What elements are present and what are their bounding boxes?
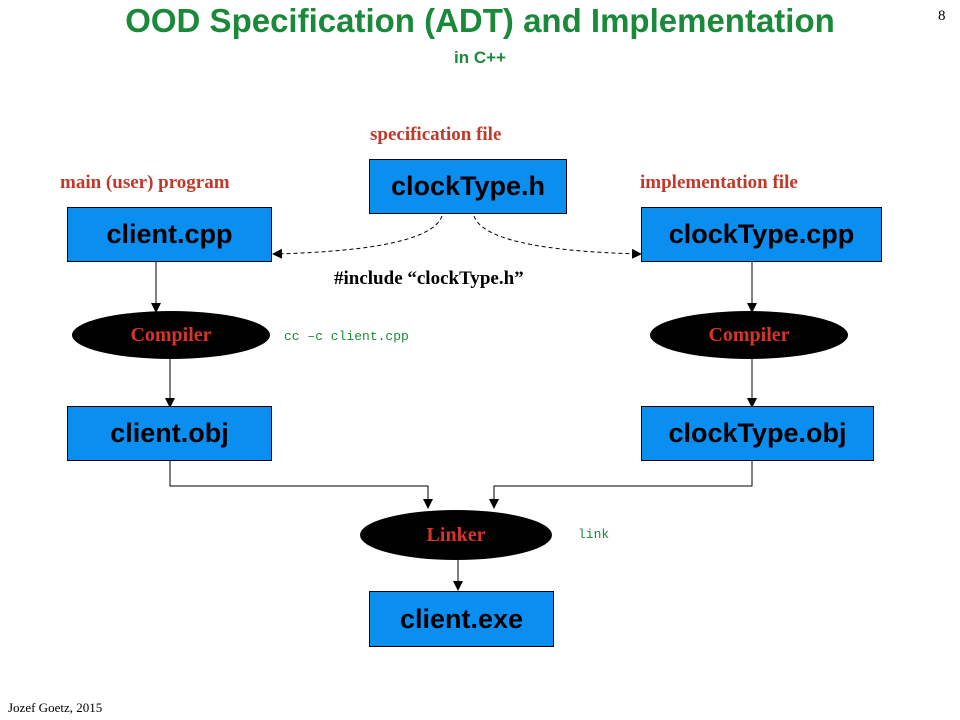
compiler-right: Compiler: [650, 311, 848, 359]
client-obj-box: client.obj: [67, 406, 272, 461]
linker: Linker: [360, 510, 552, 560]
clocktype-obj-box: clockType.obj: [641, 406, 874, 461]
link-command-label: link: [578, 527, 610, 542]
slide-title: OOD Specification (ADT) and Implementati…: [125, 2, 835, 39]
include-arrow-right: [473, 215, 642, 259]
implementation-file-label: implementation file: [640, 172, 798, 193]
specification-file-label: specification file: [370, 124, 502, 145]
author-footer: Jozef Goetz, 2015: [8, 700, 103, 715]
compiler-left: Compiler: [72, 311, 270, 359]
main-program-label: main (user) program: [60, 172, 230, 193]
slide-subtitle: in C++: [454, 48, 506, 67]
clocktype-h-box: clockType.h: [369, 159, 567, 214]
arrow-client-obj-to-linker: [169, 461, 433, 509]
client-cpp-box: client.cpp: [67, 207, 272, 262]
clocktype-cpp-box: clockType.cpp: [641, 207, 882, 262]
page-number: 8: [938, 8, 946, 24]
include-directive-label: #include “clockType.h”: [334, 268, 524, 289]
client-exe-box: client.exe: [369, 591, 554, 647]
include-arrow-left: [272, 215, 443, 259]
compile-command-label: cc –c client.cpp: [284, 329, 409, 344]
arrow-clocktype-obj-to-linker: [489, 461, 753, 509]
